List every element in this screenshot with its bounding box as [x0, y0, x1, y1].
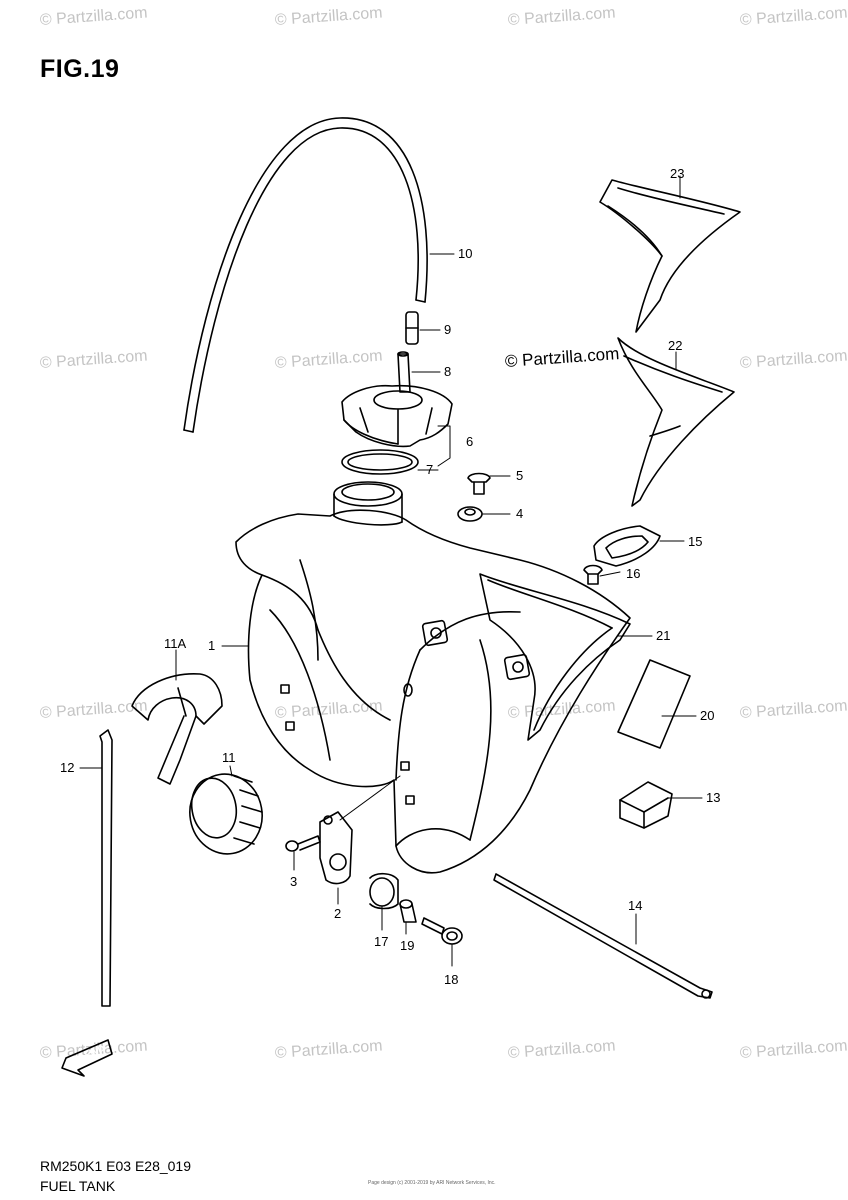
bracket-part-15[interactable] [593, 525, 661, 567]
callout-19: 19 [400, 938, 414, 953]
callout-8: 8 [444, 364, 451, 379]
grommet-part-17[interactable] [369, 872, 399, 910]
callout-7: 7 [426, 462, 433, 477]
model-code: RM250K1 E03 E28_019 [40, 1158, 191, 1174]
page-credit: Page design (c) 2001-2019 by ARI Network… [368, 1180, 496, 1186]
fuel-cap-part-6[interactable] [341, 384, 453, 448]
callout-20: 20 [700, 708, 714, 723]
callout-10: 10 [458, 246, 472, 261]
breather-hose-part-10[interactable] [183, 117, 428, 433]
hose-joint-part-9[interactable] [405, 311, 419, 345]
cable-tie-part-12[interactable] [99, 729, 113, 1007]
callout-labels: 10 9 8 6 7 5 4 15 16 21 23 22 20 13 1 11… [60, 166, 720, 987]
callout-23: 23 [670, 166, 684, 181]
callout-3: 3 [290, 874, 297, 889]
leader-lines [79, 175, 703, 967]
callout-11: 11 [222, 750, 236, 765]
pad-part-20[interactable] [617, 659, 691, 749]
cap-gasket-part-7[interactable] [341, 449, 419, 475]
section-name: FUEL TANK [40, 1178, 116, 1194]
callout-12: 12 [60, 760, 74, 775]
callout-21: 21 [656, 628, 670, 643]
screw-part-5[interactable] [467, 472, 491, 495]
spacer-part-19[interactable] [399, 899, 417, 923]
lower-panel-part-22[interactable] [617, 337, 735, 507]
callout-14: 14 [628, 898, 642, 913]
figure-title: FIG.19 [40, 55, 120, 83]
callout-11a: 11A [164, 636, 186, 651]
callout-6: 6 [466, 434, 473, 449]
bracket-part-2[interactable] [319, 811, 353, 885]
tank-band-part-11[interactable] [184, 768, 269, 859]
callout-17: 17 [374, 934, 388, 949]
upper-panel-part-23[interactable] [599, 179, 741, 333]
screw-part-16[interactable] [583, 564, 603, 585]
fwd-label: FWD [83, 1043, 106, 1060]
bolt-part-18[interactable] [421, 917, 463, 945]
callout-15: 15 [688, 534, 702, 549]
tank-side-cover-part-21[interactable] [479, 573, 631, 741]
callout-9: 9 [444, 322, 451, 337]
callout-4: 4 [516, 506, 523, 521]
bolt-part-3[interactable] [285, 835, 321, 852]
tank-cushion-part-11a[interactable] [131, 673, 223, 785]
callout-13: 13 [706, 790, 720, 805]
cushion-part-4[interactable] [457, 506, 483, 522]
callout-18: 18 [444, 972, 458, 987]
fuel-tank-part-1[interactable] [235, 481, 631, 874]
callout-16: 16 [626, 566, 640, 581]
callout-2: 2 [334, 906, 341, 921]
fwd-arrow-icon [61, 1039, 113, 1077]
callout-22: 22 [668, 338, 682, 353]
cushion-block-part-13[interactable] [619, 781, 673, 829]
callout-1: 1 [208, 638, 215, 653]
cable-tie-part-14[interactable] [493, 873, 713, 999]
callout-5: 5 [516, 468, 523, 483]
